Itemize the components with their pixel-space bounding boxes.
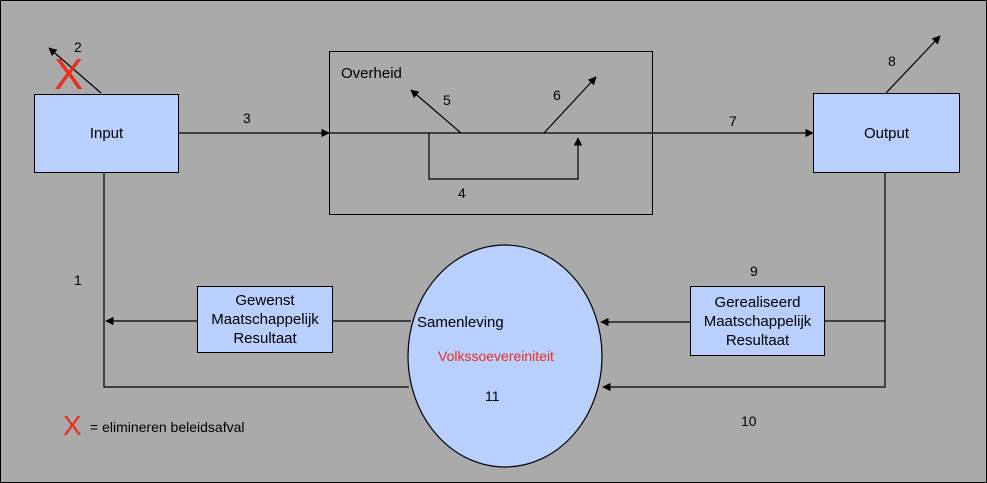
output-label: Output: [863, 124, 910, 142]
samenleving-label: Samenleving: [417, 314, 504, 331]
number-2: 2: [74, 39, 82, 55]
number-4: 4: [458, 185, 466, 201]
overheid-box: [329, 51, 653, 215]
gerealiseerd-line-3: Resultaat: [725, 331, 790, 349]
input-box: Input: [34, 94, 179, 173]
overheid-label: Overheid: [341, 65, 402, 82]
gewenst-line-3: Resultaat: [233, 330, 297, 347]
loop-4: [428, 133, 583, 180]
line-output-down: [602, 173, 886, 392]
gerealiseerd-line-1: Gerealiseerd: [714, 293, 801, 311]
volkssoevereiniteit-label: Volkssoevereiniteit: [438, 348, 554, 364]
arrow-8: [885, 35, 941, 94]
gewenst-box: Gewenst Maatschappelijk Resultaat: [197, 286, 333, 353]
number-3: 3: [243, 110, 251, 126]
cross-icon: X: [54, 50, 84, 99]
arrow-5: [410, 89, 462, 134]
gewenst-line-1: Gewenst: [235, 292, 295, 309]
number-5: 5: [443, 92, 451, 108]
legend-text: = elimineren beleidsafval: [90, 419, 245, 435]
line-1: [103, 173, 409, 388]
gerealiseerd-box: Gerealiseerd Maatschappelijk Resultaat: [690, 286, 825, 356]
number-1: 1: [74, 272, 82, 288]
input-label: Input: [89, 125, 124, 142]
number-11: 11: [485, 388, 500, 404]
gerealiseerd-line-2: Maatschappelijk: [703, 312, 812, 330]
arrow-2: [48, 47, 102, 94]
gewenst-line-2: Maatschappelijk: [211, 311, 319, 328]
number-10: 10: [741, 413, 757, 429]
number-9: 9: [750, 263, 758, 279]
samenleving-circle: [407, 244, 603, 468]
number-6: 6: [553, 87, 561, 103]
number-7: 7: [729, 113, 737, 129]
arrow-6: [543, 76, 597, 134]
output-box: Output: [813, 93, 960, 173]
number-8: 8: [888, 53, 896, 69]
legend-cross-icon: X: [63, 410, 82, 441]
